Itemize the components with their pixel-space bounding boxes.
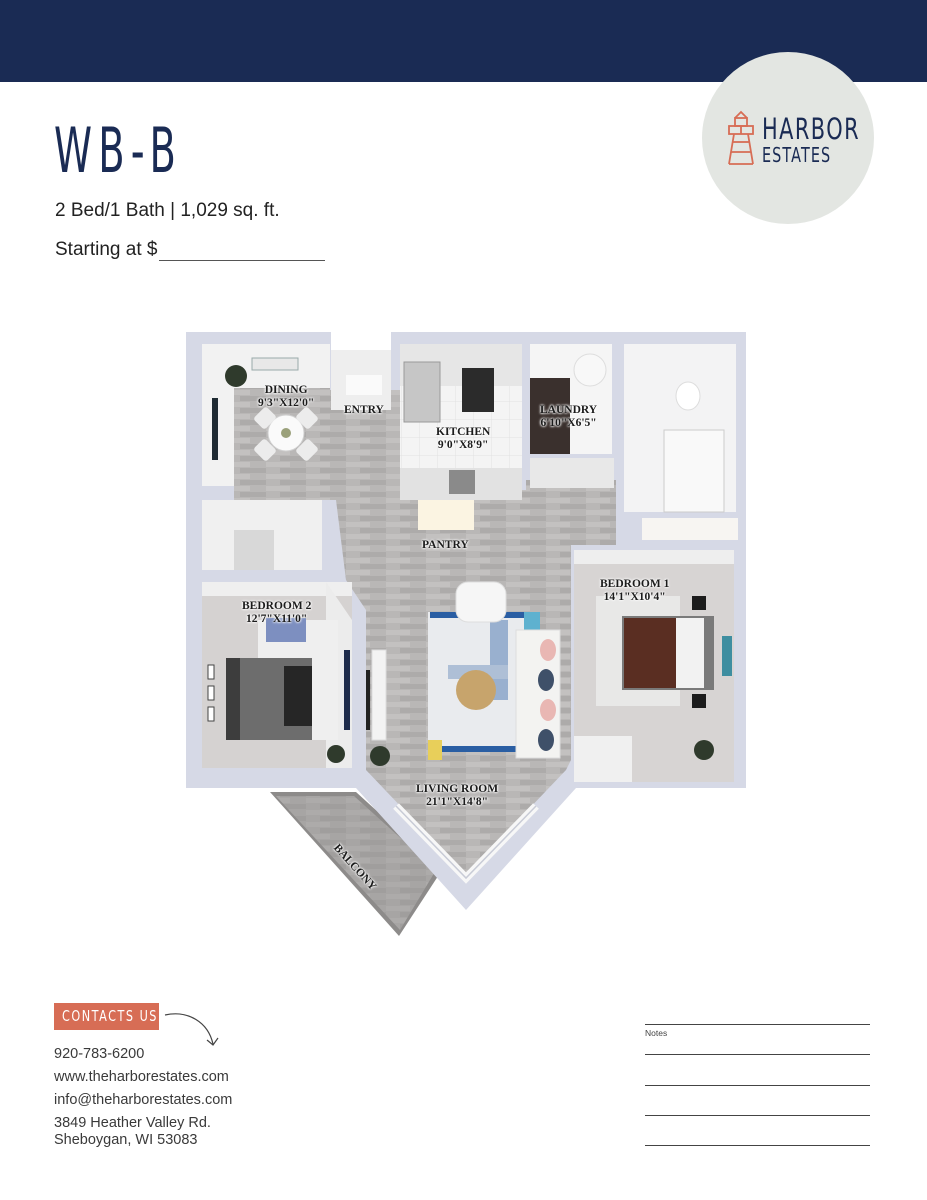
floor-plan-render [186,332,746,936]
contact-address-line1: 3849 Heather Valley Rd. [54,1115,211,1131]
unit-specs: 2 Bed/1 Bath | 1,029 sq. ft. [55,200,280,221]
notes-line [645,1054,870,1055]
notes-line [645,1085,870,1086]
notes-line [645,1145,870,1146]
contact-email[interactable]: info@theharborestates.com [54,1092,233,1108]
lighthouse-icon [728,110,754,165]
price-label: Starting at $ [55,239,158,260]
logo-badge [702,52,874,224]
contact-website[interactable]: www.theharborestates.com [54,1069,229,1085]
curved-arrow-icon [164,1013,219,1046]
unit-title: WB-B [54,114,183,187]
notes-label: Notes [645,1028,668,1038]
logo-wordmark-estates: ESTATES [762,143,832,167]
price-blank-field [159,243,326,261]
contact-address-line2: Sheboygan, WI 53083 [54,1132,198,1148]
room-label-pantry: PANTRY [422,539,469,551]
room-label-entry: ENTRY [344,404,384,416]
notes-line [645,1024,870,1025]
contacts-us-badge: CONTACTS US [54,1003,159,1030]
contact-phone[interactable]: 920-783-6200 [54,1046,145,1062]
notes-line [645,1115,870,1116]
logo-wordmark-harbor: HARBOR [762,112,861,146]
price-line: Starting at $ [55,239,326,261]
